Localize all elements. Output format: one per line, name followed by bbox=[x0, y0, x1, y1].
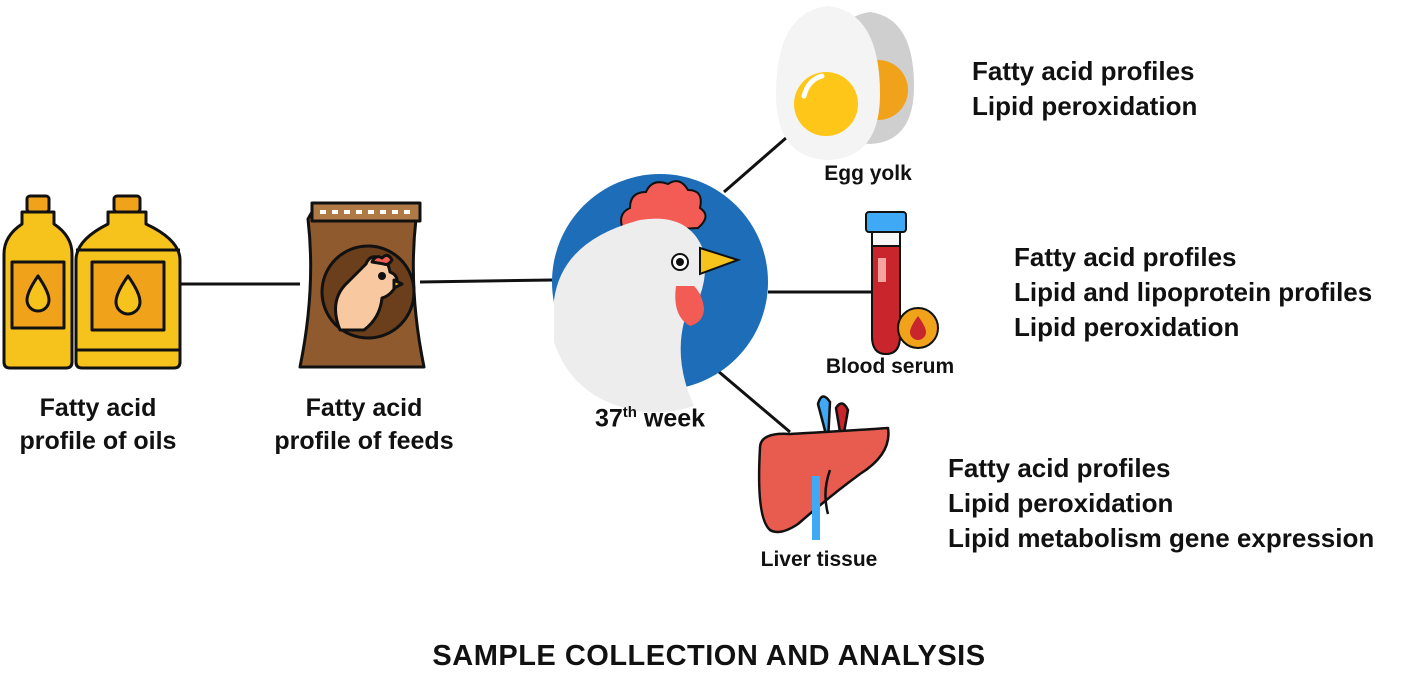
liver-analysis-item: Fatty acid profiles bbox=[948, 453, 1171, 483]
oils-caption-line2: profile of oils bbox=[19, 427, 177, 455]
connector-hen-liver bbox=[711, 364, 791, 434]
oils-caption: Fatty acid profile of oils bbox=[0, 392, 196, 458]
large-oil-bottle-icon bbox=[74, 194, 182, 370]
hen-week-caption: 37th week bbox=[560, 396, 740, 435]
blood-analysis-item: Lipid peroxidation bbox=[1014, 312, 1240, 342]
liver-tissue-label: Liver tissue bbox=[760, 548, 878, 571]
feeds-caption-line2: profile of feeds bbox=[274, 427, 454, 455]
blood-analysis-item: Fatty acid profiles bbox=[1014, 242, 1237, 272]
blood-tube-icon bbox=[865, 211, 939, 356]
liver-analysis-item: Lipid peroxidation bbox=[948, 488, 1174, 518]
connector-hen-egg bbox=[723, 136, 787, 194]
egg-analyses-list: Fatty acid profiles Lipid peroxidation bbox=[972, 54, 1197, 124]
blood-serum-label: Blood serum bbox=[825, 355, 955, 378]
blood-analyses-list: Fatty acid profiles Lipid and lipoprotei… bbox=[1014, 240, 1372, 345]
liver-analysis-item: Lipid metabolism gene expression bbox=[948, 523, 1375, 553]
blood-analysis-item: Lipid and lipoprotein profiles bbox=[1014, 277, 1373, 307]
bag-stitching bbox=[320, 210, 410, 214]
feeds-caption: Fatty acid profile of feeds bbox=[250, 392, 478, 458]
week-ordinal-suffix: th bbox=[622, 404, 637, 421]
feeds-caption-line1: Fatty acid bbox=[305, 394, 423, 422]
feed-bag-icon bbox=[298, 201, 426, 369]
egg-yolk-label: Egg yolk bbox=[824, 162, 912, 185]
liver-analyses-list: Fatty acid profiles Lipid peroxidation L… bbox=[948, 451, 1374, 556]
small-oil-bottle-icon bbox=[2, 194, 74, 370]
week-number: 37 bbox=[594, 404, 623, 433]
liver-icon bbox=[757, 395, 890, 540]
egg-analysis-item: Lipid peroxidation bbox=[972, 91, 1198, 121]
connector-lines bbox=[180, 136, 872, 434]
boiled-egg-icon bbox=[776, 6, 914, 160]
diagram-footer-title: SAMPLE COLLECTION AND ANALYSIS bbox=[432, 640, 986, 672]
connector-feeds-hen bbox=[419, 278, 553, 284]
egg-analysis-item: Fatty acid profiles bbox=[972, 56, 1195, 86]
week-word: week bbox=[636, 404, 706, 433]
oils-caption-line1: Fatty acid bbox=[39, 394, 157, 422]
hen-icon bbox=[552, 174, 768, 413]
oil-bottles-icon bbox=[2, 194, 182, 370]
